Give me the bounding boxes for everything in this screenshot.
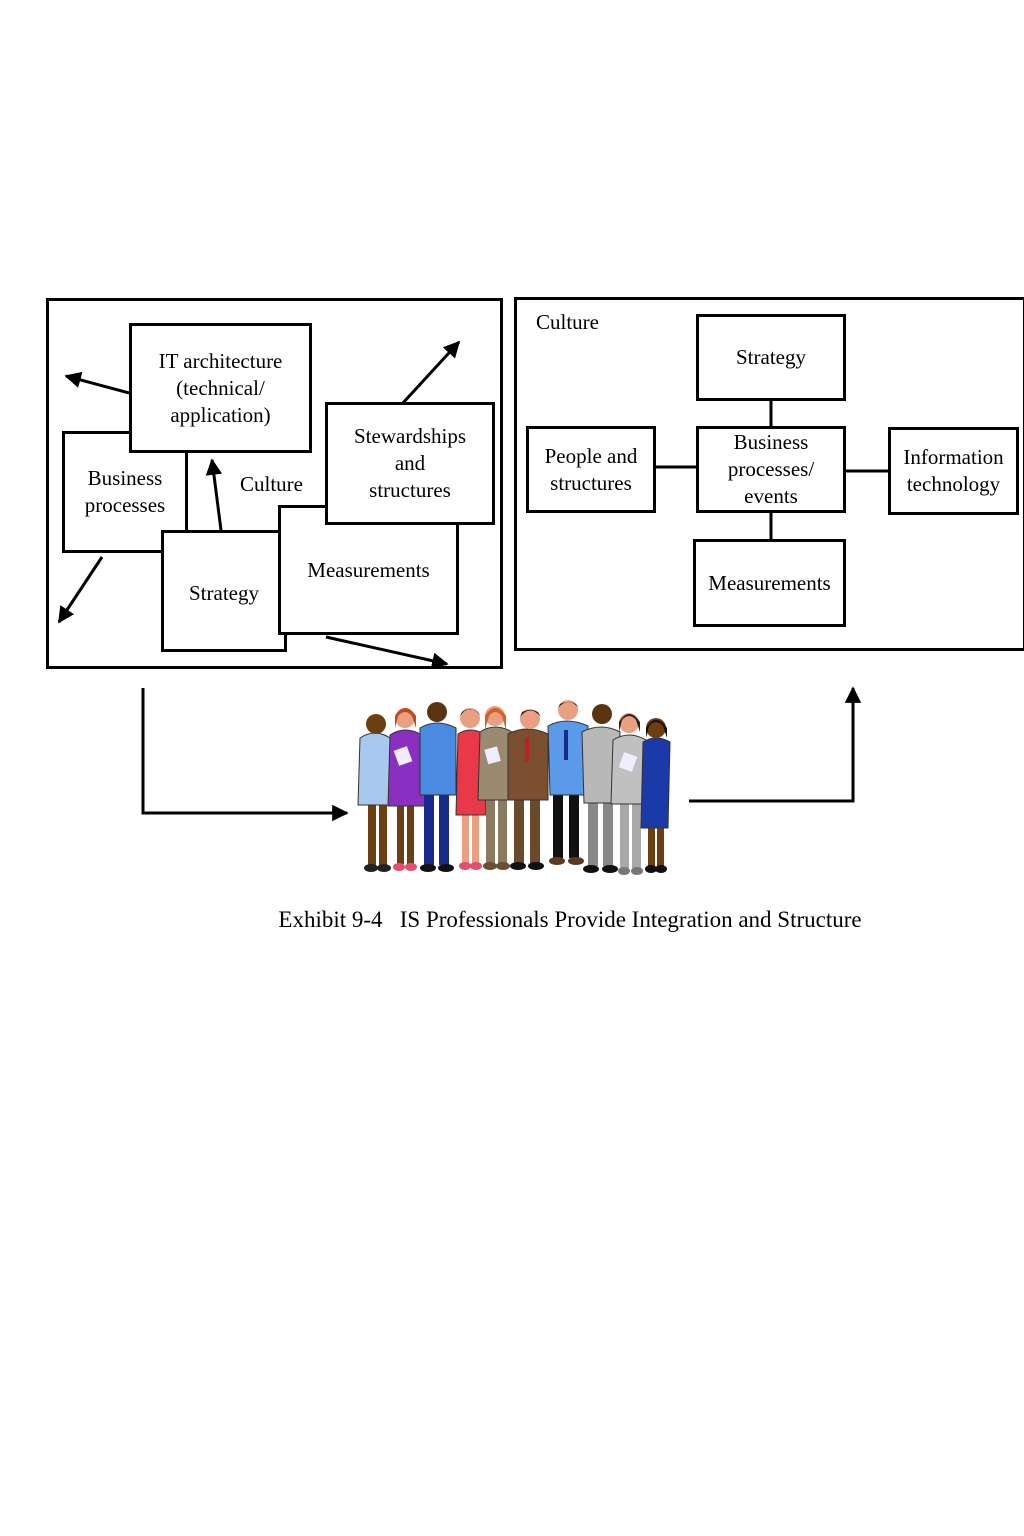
person-icon <box>419 702 457 872</box>
right-panel-connectors <box>655 400 888 541</box>
people-group-icon <box>357 700 671 875</box>
flow-arrows <box>141 686 862 822</box>
person-icon <box>640 718 671 873</box>
arrow-people-to-right-panel <box>689 686 862 803</box>
information-technology-label: Information technology <box>903 445 1004 496</box>
person-icon <box>455 708 487 870</box>
culture-label-left: Culture <box>240 472 303 496</box>
people-structures-label: People and structures <box>544 443 638 495</box>
stewardships-box: Stewardships and structures <box>325 402 495 525</box>
measurements-label-left: Measurements <box>307 557 430 582</box>
arrow-strategy-up <box>205 458 223 531</box>
strategy-label-right: Strategy <box>736 345 806 369</box>
measurements-label-right: Measurements <box>708 570 831 595</box>
person-icon <box>507 709 549 870</box>
arrow-left-panel-to-people <box>141 688 349 822</box>
arrow-business-down-left <box>57 556 104 624</box>
measurements-box-left: Measurements <box>278 505 459 635</box>
person-icon <box>581 704 621 873</box>
person-icon <box>477 706 515 870</box>
strategy-box-right: Strategy <box>696 314 846 401</box>
strategy-label-left: Strategy <box>189 580 259 605</box>
person-icon <box>547 700 589 865</box>
person-icon <box>357 714 393 872</box>
culture-label-right: Culture <box>536 310 599 334</box>
it-architecture-box: IT architecture (technical/ application) <box>129 323 312 453</box>
information-technology-box: Information technology <box>888 427 1019 515</box>
it-architecture-label: IT architecture (technical/ application) <box>158 348 283 427</box>
strategy-box-left: Strategy <box>161 530 287 652</box>
person-icon <box>610 713 649 875</box>
business-processes-events-box: Business processes/ events <box>696 426 846 513</box>
business-processes-box: Business processes <box>62 431 188 553</box>
business-processes-label: Business processes <box>84 466 166 517</box>
arrow-stewardships-up-right <box>400 340 461 406</box>
stewardships-label: Stewardships and structures <box>354 424 466 502</box>
arrow-it-architecture-left <box>64 371 130 395</box>
left-panel-arrows <box>57 340 461 669</box>
arrow-measurements-right <box>325 635 449 669</box>
person-icon <box>387 708 426 871</box>
people-structures-box: People and structures <box>526 426 656 513</box>
left-panel-frame <box>46 298 503 669</box>
business-processes-events-label: Business processes/ events <box>727 430 815 508</box>
measurements-box-right: Measurements <box>693 539 846 627</box>
exhibit-caption: Exhibit 9-4 IS Professionals Provide Int… <box>278 907 862 932</box>
